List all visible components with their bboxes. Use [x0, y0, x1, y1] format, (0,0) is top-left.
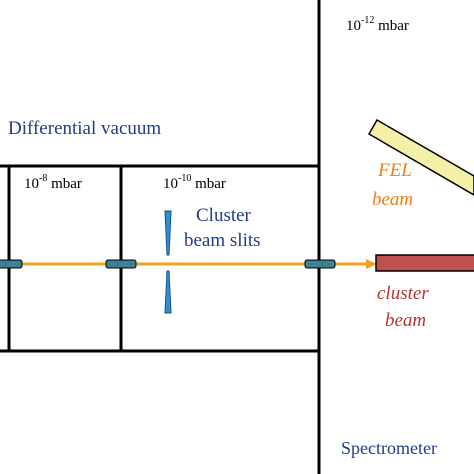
pressure-chamber1-exponent: -8 — [39, 173, 48, 184]
pressure-chamber2-exponent: -10 — [178, 173, 192, 184]
slit-upper-wedge — [164, 210, 172, 256]
beam-arrowhead — [366, 259, 377, 269]
differential-vacuum-label: Differential vacuum — [8, 118, 162, 139]
aperture-left — [0, 259, 23, 269]
slits-label-line2: beam slits — [184, 230, 261, 251]
cluster-label-line2: beam — [385, 310, 427, 331]
spectrometer-label: Spectrometer — [341, 438, 437, 458]
pressure-chamber1-unit: mbar — [47, 176, 82, 192]
pressure-spectrometer-label: 10-12 mbar — [346, 15, 409, 35]
pressure-spectrometer-unit: mbar — [374, 18, 409, 34]
pressure-chamber2-base: 10 — [163, 176, 178, 192]
differential-chamber-walls — [0, 164, 321, 353]
pressure-spectrometer-base: 10 — [346, 18, 361, 34]
slit-lower-wedge — [164, 270, 172, 314]
pressure-chamber1-label: 10-8 mbar — [24, 173, 82, 193]
spectrometer-chamber-walls — [317, 0, 321, 474]
pressure-chamber2-label: 10-10 mbar — [163, 173, 226, 193]
cluster-beam-bar — [375, 254, 474, 272]
pressure-spectrometer-exponent: -12 — [361, 15, 375, 26]
slits-label-line1: Cluster — [196, 205, 251, 226]
pressure-chamber1-base: 10 — [24, 176, 39, 192]
aperture-middle — [105, 259, 137, 269]
aperture-right — [304, 259, 336, 269]
fel-label-line2: beam — [372, 189, 414, 210]
fel-beam-bar — [367, 118, 474, 196]
fel-label-line1: FEL — [378, 160, 412, 181]
cluster-label-line1: cluster — [377, 283, 429, 304]
pressure-chamber2-unit: mbar — [191, 176, 226, 192]
